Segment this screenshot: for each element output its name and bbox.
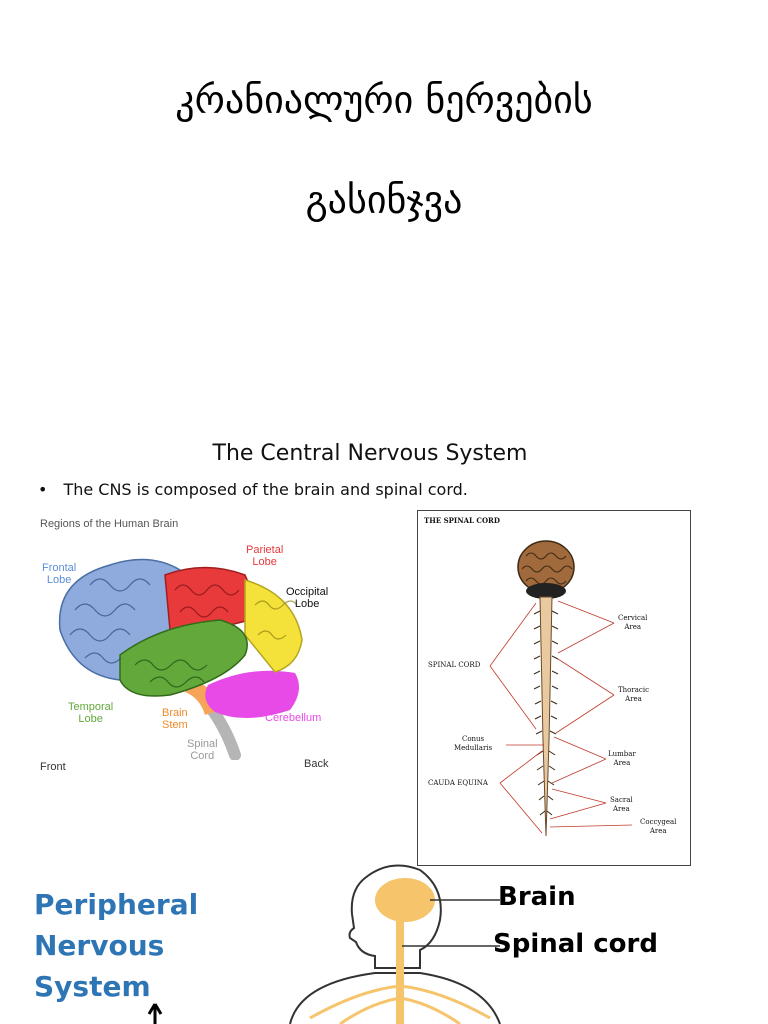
- occipital-lobe-shape: [244, 578, 303, 673]
- parietal-gyri-lines: [174, 584, 240, 618]
- frontal-gyri-lines: [69, 578, 151, 664]
- up-arrow-icon: [147, 1003, 163, 1024]
- cerebellum-label: Cerebellum: [265, 712, 322, 724]
- slide-heading: The Central Nervous System: [212, 441, 528, 466]
- front-label: Front: [40, 761, 66, 773]
- spinal-brain-folds: [521, 552, 573, 585]
- bullet-dot-icon: •: [38, 480, 48, 499]
- spinal-cord-shape: [539, 596, 553, 837]
- spinal-pointer-lines: [489, 600, 633, 834]
- bullet-text: The CNS is composed of the brain and spi…: [63, 480, 468, 499]
- brain-shape: [375, 878, 435, 922]
- page-title-line-2: გასინჯვა: [305, 178, 463, 222]
- brain-label: Brain: [498, 882, 576, 912]
- spinal-diagram-caption: THE SPINAL CORD: [424, 516, 500, 525]
- pns-title: Peripheral Nervous System: [34, 888, 199, 1003]
- spinal-cord-illustration: [489, 540, 633, 837]
- spinal-cord-body-label: Spinal cord: [493, 929, 658, 959]
- temporal-gyri-lines: [134, 659, 208, 688]
- brain-diagram-caption: Regions of the Human Brain: [40, 518, 179, 530]
- spinal-nerve-ticks: [533, 610, 559, 816]
- spinal-brain-base-shape: [526, 583, 566, 599]
- occipital-gyri-lines: [254, 600, 298, 640]
- peripheral-nerves-shape: [309, 984, 491, 1024]
- human-body-illustration: [289, 864, 501, 1024]
- temporal-lobe-shape: [119, 619, 248, 697]
- slide-bullet: • The CNS is composed of the brain and sp…: [38, 480, 468, 499]
- spinal-cord-pointer-label: SPINAL CORD: [428, 661, 481, 669]
- brain-illustration: [58, 558, 303, 760]
- back-label: Back: [304, 758, 329, 770]
- spinal-cord-diagram: THE SPINAL CORD: [417, 510, 691, 866]
- cerebellum-shape: [205, 670, 299, 719]
- cauda-equina-label: CAUDA EQUINA: [428, 779, 488, 787]
- page-title-line-1: კრანიალური ნერვების: [175, 78, 593, 122]
